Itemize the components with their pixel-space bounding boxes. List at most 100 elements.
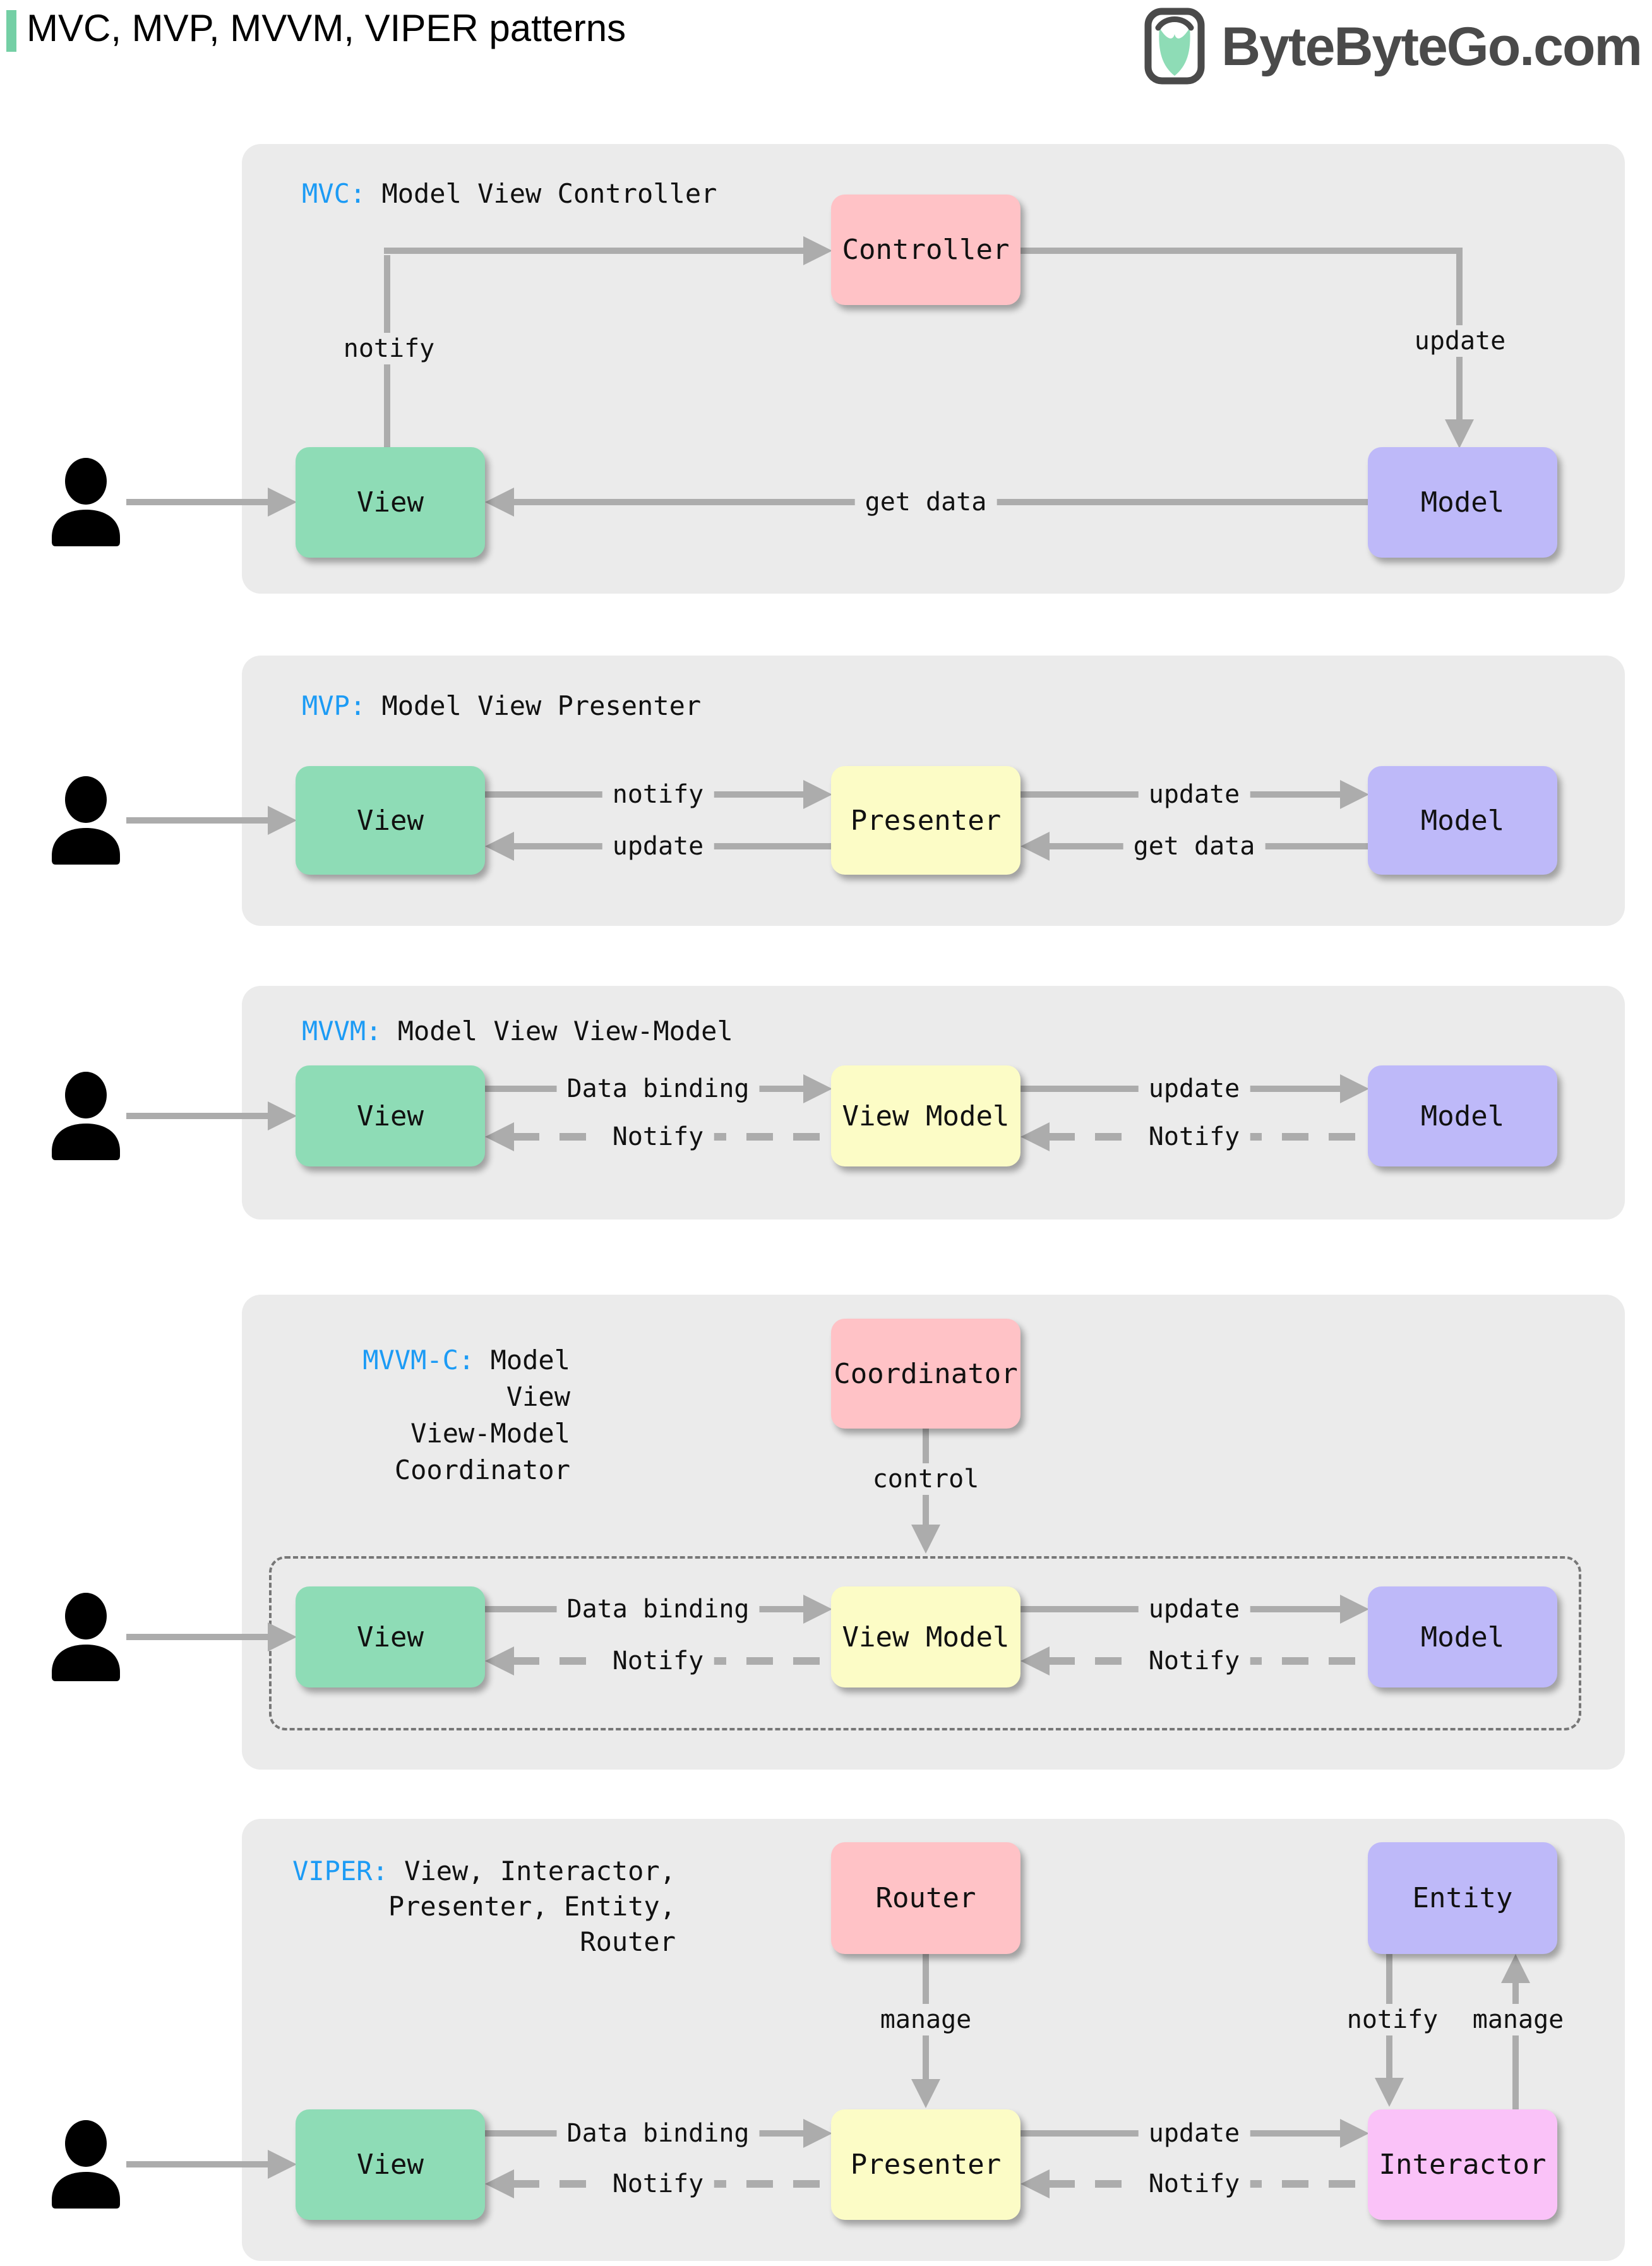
mvc-model-label: Model [1420,486,1505,519]
viper-notify-entity-label: notify [1336,2004,1449,2035]
mvc-view-box: View [296,447,485,558]
title-accent-bar [6,10,16,52]
user-icon [52,776,120,865]
bytebytego-logo-icon [1144,8,1205,85]
viper-view-label: View [357,2149,424,2181]
viper-manage-entity-arrowhead [1501,1954,1530,1983]
mvp-view-box: View [296,766,485,875]
mvvmc-update-arrowhead [1340,1595,1369,1624]
viper-manage-router-arrowhead [911,2079,940,2108]
mvvmc-notify-view-arrowhead [485,1646,514,1676]
page-title: MVC, MVP, MVVM, VIPER patterns [27,7,626,49]
mvvmc-notify-viewmodel-label: Notify [1138,1645,1250,1677]
mvvm-view-label: View [357,1100,424,1132]
viper-notify-presenter-label: Notify [1138,2168,1250,2200]
mvp-getdata-label: get data [1123,830,1266,862]
mvvm-update-label: update [1138,1073,1250,1105]
mvvmc-viewmodel-label: View Model [842,1621,1010,1653]
mvc-update-label: update [1404,325,1516,357]
mvp-presenter-label: Presenter [850,804,1002,837]
mvc-notify-arrow-line [384,248,803,254]
mvc-getdata-arrowhead [485,488,514,517]
mvc-model-box: Model [1368,447,1557,558]
mvvmc-coordinator-label: Coordinator [834,1357,1018,1390]
viper-tag: VIPER: [292,1855,388,1886]
viper-desc-line3: Router [580,1926,676,1957]
mvvmc-coordinator-box: Coordinator [831,1319,1021,1429]
mvp-presenter-box: Presenter [831,766,1021,875]
mvvm-model-box: Model [1368,1065,1557,1166]
mvvm-notify-viewmodel-label: Notify [1138,1121,1250,1153]
mvc-getdata-label: get data [854,486,997,518]
viper-update-arrowhead [1340,2119,1369,2148]
mvvm-notify-viewmodel-arrowhead [1021,1122,1050,1151]
mvvm-desc: Model View View-Model [397,1016,733,1046]
viper-desc-line1: View, Interactor, [404,1855,676,1886]
viper-router-label: Router [875,1882,976,1914]
user-icon [52,1593,120,1681]
mvvmc-model-box: Model [1368,1586,1557,1688]
mvc-view-label: View [357,486,424,519]
viper-interactor-label: Interactor [1379,2149,1547,2181]
mvc-user-arrow-line [126,499,268,505]
mvvmc-user-arrow-line [126,1634,268,1640]
mvp-update-view-arrowhead [485,832,514,861]
mvvmc-update-label: update [1138,1593,1250,1625]
mvvmc-tag: MVVM-C: [362,1345,475,1376]
mvc-user-arrowhead [268,488,297,517]
mvp-update-model-label: update [1138,779,1250,810]
mvvm-tag: MVVM: [302,1016,382,1046]
mvvmc-desc-line1: Model View [490,1345,570,1412]
viper-presenter-label: Presenter [850,2149,1002,2181]
mvp-update-model-arrowhead [1340,780,1369,809]
mvc-desc: Model View Controller [381,178,717,209]
mvp-user-arrowhead [268,806,297,835]
mvp-model-box: Model [1368,766,1557,875]
mvc-update-arrowhead [1445,419,1474,448]
mvp-user-arrow-line [126,817,268,824]
mvvmc-control-arrowhead [911,1525,940,1554]
mvp-getdata-arrowhead [1021,832,1050,861]
mvvm-model-label: Model [1420,1100,1505,1132]
mvp-notify-arrowhead [803,780,832,809]
mvvmc-section-label: MVVM-C: Model View View-Model Coordinato… [302,1342,570,1489]
mvvmc-view-box: View [296,1586,485,1688]
mvvmc-model-label: Model [1420,1621,1505,1653]
mvvmc-desc-line2: View-Model [410,1418,570,1449]
viper-interactor-box: Interactor [1368,2109,1557,2220]
mvp-model-label: Model [1420,804,1505,837]
viper-view-box: View [296,2109,485,2220]
mvc-controller-label: Controller [842,234,1010,266]
viper-label-line1: VIPER: View, Interactor, [290,1854,676,1889]
mvp-section-label: MVP: Model View Presenter [302,690,701,721]
mvp-update-view-label: update [602,830,714,862]
mvvm-viewmodel-label: View Model [842,1100,1010,1132]
mvvmc-control-label: control [862,1463,990,1495]
brand-name: ByteByteGo.com [1221,16,1643,77]
viper-databinding-label: Data binding [556,2118,760,2149]
viper-entity-label: Entity [1412,1882,1513,1914]
mvvm-user-arrow-line [126,1113,268,1119]
mvvmc-label-line1: MVVM-C: Model View [302,1342,570,1415]
viper-manage-entity-label: manage [1462,2004,1574,2035]
viper-update-label: update [1138,2118,1250,2149]
mvc-notify-label: notify [333,333,445,364]
mvvm-databinding-arrowhead [803,1074,832,1103]
mvvmc-databinding-arrowhead [803,1595,832,1624]
viper-user-arrow-line [126,2161,268,2167]
mvvmc-notify-view-label: Notify [602,1645,714,1677]
viper-router-box: Router [831,1842,1021,1954]
mvvmc-notify-viewmodel-arrowhead [1021,1646,1050,1676]
mvvmc-viewmodel-box: View Model [831,1586,1021,1688]
viper-notify-view-label: Notify [602,2168,714,2200]
viper-notify-presenter-arrowhead [1021,2169,1050,2198]
viper-notify-entity-arrowhead [1375,2078,1404,2107]
mvvm-notify-view-arrowhead [485,1122,514,1151]
user-icon [52,2120,120,2209]
mvp-notify-label: notify [602,779,714,810]
mvp-desc: Model View Presenter [381,690,702,721]
mvc-section-label: MVC: Model View Controller [302,178,717,209]
viper-databinding-arrowhead [803,2119,832,2148]
viper-section-label: VIPER: View, Interactor, Presenter, Enti… [290,1854,676,1960]
